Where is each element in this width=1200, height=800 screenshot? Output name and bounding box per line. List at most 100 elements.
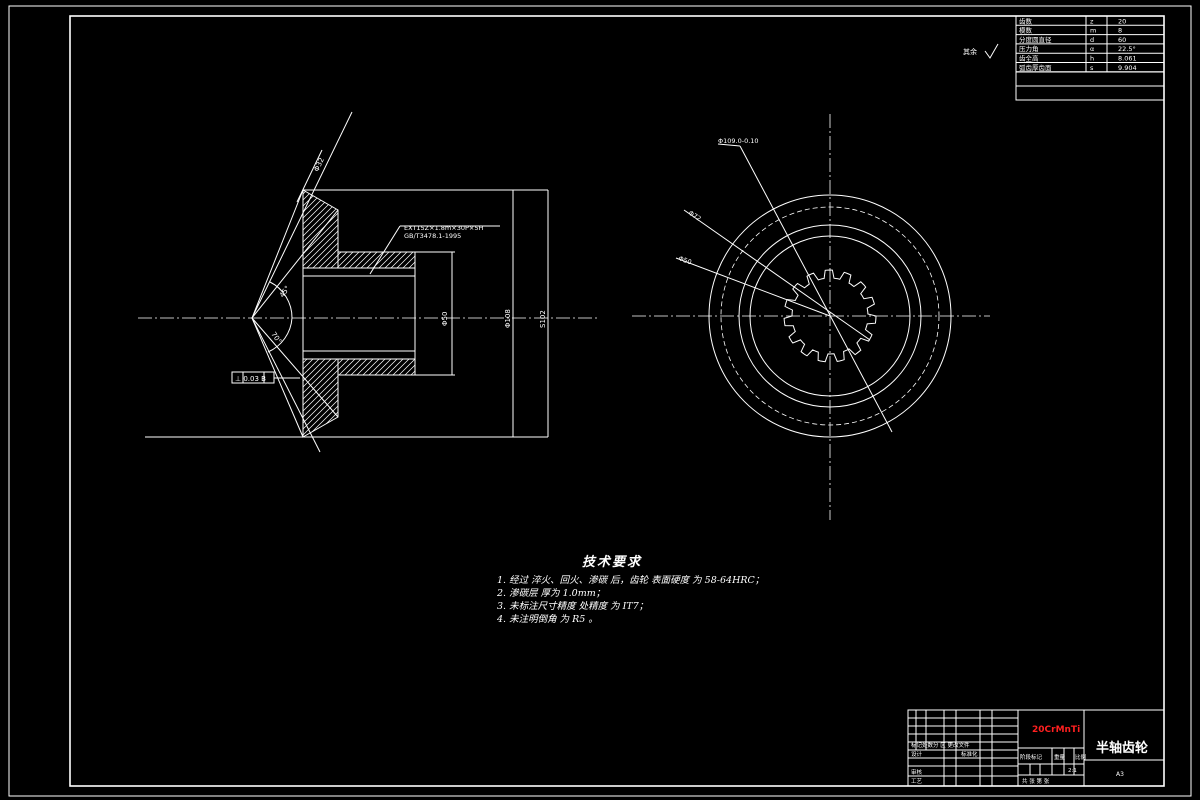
param-value: 9.904: [1118, 64, 1137, 72]
hatch-line: [303, 190, 332, 268]
hatch-line: [529, 359, 607, 437]
hatch-line: [559, 359, 637, 437]
drawing-code: A3: [1116, 771, 1124, 778]
hatch-line: [303, 359, 374, 437]
hatch-line: [493, 190, 571, 268]
section-hatch-lower: [103, 359, 655, 437]
hatch-line: [553, 359, 631, 437]
hatch-line: [103, 359, 181, 437]
hatch-line: [414, 359, 415, 437]
hatch-line: [330, 190, 410, 268]
section-hatch-upper: [103, 190, 655, 268]
hatch-line: [303, 359, 380, 437]
hatch-line: [577, 359, 655, 437]
hatch-line: [103, 190, 181, 268]
hatch-line: [475, 359, 553, 437]
hatch-line: [390, 190, 415, 268]
param-name: 模数: [1019, 26, 1033, 35]
hatch-line: [553, 190, 631, 268]
hatch-line: [181, 359, 259, 437]
hatch-line: [511, 190, 589, 268]
angle-label-45: 45°: [278, 284, 292, 299]
hatch-line: [541, 359, 619, 437]
hatch-line: [151, 359, 229, 437]
hatch-line: [151, 190, 229, 268]
hatch-line: [318, 359, 398, 437]
hatch-line: [499, 359, 577, 437]
spline-callout-line1: EXT15Z×1.8m×30P×5H: [404, 224, 483, 232]
param-symbol: h: [1090, 55, 1094, 63]
roughness-label: 其余: [963, 47, 977, 56]
hatch-line: [303, 359, 350, 437]
requirement-item: 1. 经过 淬火、回火、渗碳 后，齿轮 表面硬度 为 58-64HRC；: [497, 575, 765, 586]
hatch-line: [187, 359, 265, 437]
hatch-line: [523, 190, 601, 268]
standardize-label: 标准化: [961, 750, 978, 758]
gear-section-view: EXT15Z×1.8m×30P×5H GB/T3478.1-1995 45° 7…: [103, 111, 655, 453]
hatch-line: [408, 359, 415, 437]
dim-bore: Φ50: [441, 312, 449, 326]
hatch-line: [223, 359, 301, 437]
hatch-line: [487, 190, 565, 268]
hatch-line: [366, 359, 415, 437]
hatch-line: [303, 359, 320, 437]
hatch-line: [571, 190, 649, 268]
hatch-line: [199, 359, 277, 437]
hatch-line: [529, 190, 607, 268]
hatch-line: [169, 359, 247, 437]
outer-border: [8, 5, 1192, 797]
hatch-line: [115, 190, 193, 268]
technical-requirements-title: 技术要求: [581, 555, 642, 570]
hatch-line: [303, 359, 338, 437]
hatch-line: [303, 190, 338, 268]
hatch-line: [571, 359, 649, 437]
hatch-line: [157, 190, 235, 268]
hatch-line: [303, 359, 314, 437]
hatch-line: [505, 190, 583, 268]
process-label: 工艺: [911, 778, 923, 785]
hatch-line: [390, 359, 415, 437]
hatch-line: [127, 359, 205, 437]
hatch-line: [303, 359, 356, 437]
param-name: 齿全高: [1019, 54, 1039, 63]
spline-callout-line2: GB/T3478.1-1995: [404, 232, 461, 240]
param-name: 齿数: [1019, 16, 1033, 25]
hatch-line: [499, 190, 577, 268]
dim-sphere: S102: [539, 310, 547, 328]
requirement-item: 3. 未标注尺寸精度 处精度 为 IT7；: [497, 601, 649, 612]
hatch-line: [360, 359, 415, 437]
hatch-line: [559, 190, 637, 268]
hatch-line: [115, 359, 193, 437]
hatch-line: [433, 359, 511, 437]
technical-requirements: 技术要求 1. 经过 淬火、回火、渗碳 后，齿轮 表面硬度 为 58-64HRC…: [497, 551, 827, 626]
hatch-line: [303, 190, 374, 268]
hatch-line: [324, 359, 404, 437]
hatch-line: [303, 359, 344, 437]
material-label: 20CrMnTi: [1032, 725, 1080, 735]
hatch-line: [157, 359, 235, 437]
hatch-line: [217, 190, 295, 268]
hatch-line: [336, 359, 415, 437]
param-value: 20: [1118, 17, 1126, 25]
hatch-line: [354, 359, 415, 437]
hatch-line: [577, 190, 655, 268]
requirement-item: 4. 未注明倒角 为 R5 。: [497, 614, 598, 625]
hatch-line: [193, 190, 271, 268]
scale-label: 比例: [1075, 753, 1087, 761]
hatch-line: [133, 359, 211, 437]
hatch-line: [121, 190, 199, 268]
hatch-line: [481, 359, 559, 437]
hatch-line: [145, 359, 223, 437]
hatch-line: [109, 359, 187, 437]
hatch-line: [303, 359, 332, 437]
revision-row: 标记处数分 区 更改文件: [911, 741, 970, 749]
hatch-line: [133, 190, 211, 268]
hatch-line: [517, 190, 595, 268]
hatch-line: [547, 190, 625, 268]
hatch-line: [127, 190, 205, 268]
dim-outer: Φ108: [504, 309, 512, 328]
param-name: 压力角: [1019, 44, 1039, 53]
scale-value: 2:1: [1068, 768, 1077, 774]
hatch-line: [541, 190, 619, 268]
